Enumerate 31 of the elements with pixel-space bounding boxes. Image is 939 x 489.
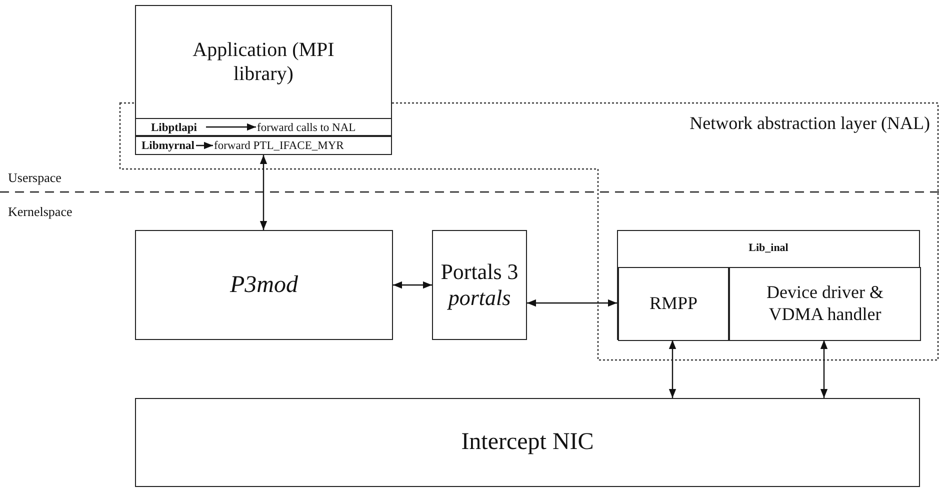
library-box — [617, 230, 920, 340]
box-title: RMPP — [649, 293, 698, 315]
module-box — [729, 267, 921, 341]
arrow — [260, 155, 268, 230]
arrow — [393, 281, 432, 289]
arrow — [196, 142, 213, 150]
box-title: Intercept NIC — [461, 428, 594, 457]
box-title: Application (MPI library) — [192, 38, 336, 86]
arrow — [820, 340, 828, 398]
box-title: Lib_inal — [748, 242, 788, 256]
library-row — [135, 118, 392, 136]
module-box — [135, 230, 393, 340]
nic-box — [135, 398, 920, 487]
box-title: Portals 3 — [440, 258, 518, 285]
arrow — [206, 123, 256, 131]
region-label: Kernelspace — [8, 204, 72, 220]
box-title: P3mod — [230, 270, 298, 300]
application-box — [135, 5, 392, 119]
library-name: Libptlapi — [141, 120, 207, 136]
library-name: Libmyrnal — [139, 138, 197, 155]
description-text: forward PTL_IFACE_MYR — [214, 138, 391, 155]
box-title: portals — [448, 285, 511, 312]
arrow — [668, 340, 676, 398]
region-label: Userspace — [8, 170, 62, 186]
library-row — [135, 136, 392, 155]
description-text: forward calls to NAL — [257, 120, 391, 136]
arrow — [527, 299, 617, 307]
module-box — [432, 230, 527, 340]
module-box — [618, 267, 729, 341]
layer-title: Network abstraction layer (NAL) — [690, 113, 930, 135]
box-title: Device driver & VDMA handler — [766, 282, 884, 326]
